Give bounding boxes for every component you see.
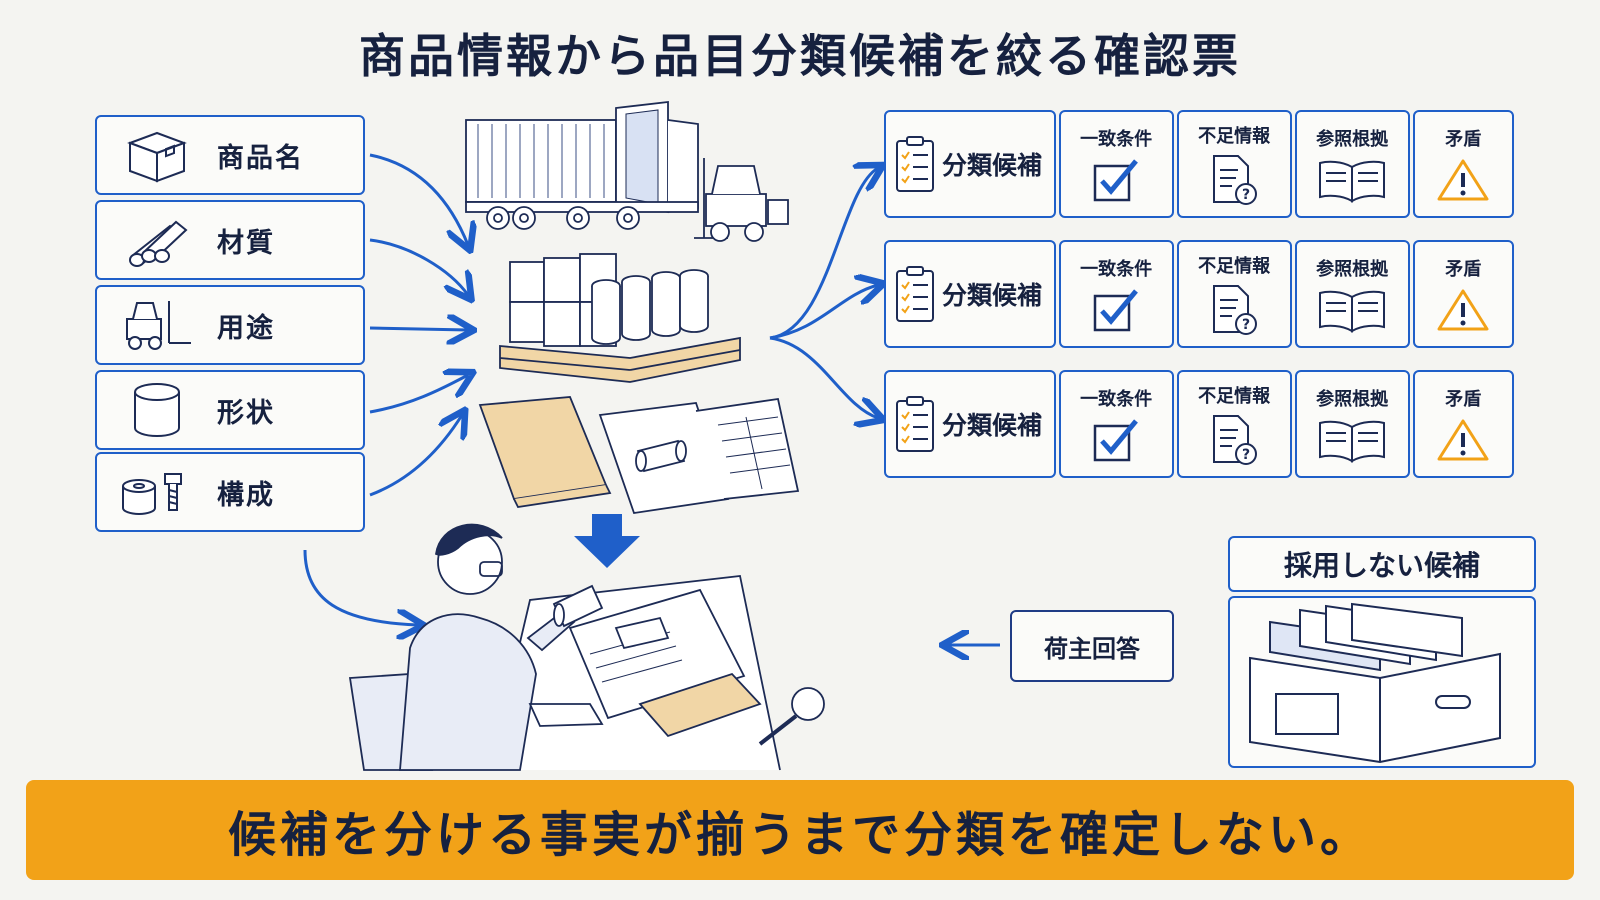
conflict-label: 矛盾 <box>1445 389 1482 410</box>
basis-cell: 参照根拠 <box>1294 370 1410 478</box>
open-book-icon <box>1319 160 1386 203</box>
conflict-label: 矛盾 <box>1445 129 1482 150</box>
attr-label: 用途 <box>217 312 275 344</box>
svg-text:?: ? <box>1242 317 1250 333</box>
missing-cell: 不足情報 ? <box>1176 240 1292 348</box>
arrow-to-cand1 <box>769 168 878 340</box>
pallet-illustration <box>499 253 741 383</box>
candidate-label: 分類候補 <box>942 411 1043 440</box>
candidate-row: 分類候補 一致条件 不足情報 ? 参照根拠 矛盾 <box>884 370 1514 478</box>
basis-label: 参照根拠 <box>1316 129 1389 150</box>
conflict-label: 矛盾 <box>1445 259 1482 280</box>
match-cell: 一致条件 <box>1058 370 1174 478</box>
document-question-icon: ? <box>1213 415 1258 465</box>
file-box-icon <box>1249 602 1501 764</box>
warning-icon <box>1437 419 1489 461</box>
arrow-name <box>369 153 468 245</box>
attr-box-usage: 用途 <box>95 285 365 365</box>
candidate-row: 分類候補 一致条件 不足情報 ? 参照根拠 矛盾 <box>884 110 1514 218</box>
missing-cell: 不足情報 ? <box>1176 370 1292 478</box>
document-question-icon: ? <box>1213 285 1258 335</box>
basis-label: 参照根拠 <box>1316 259 1389 280</box>
missing-label: 不足情報 <box>1198 256 1271 277</box>
basis-cell: 参照根拠 <box>1294 240 1410 348</box>
candidate-main-cell: 分類候補 <box>884 240 1056 348</box>
candidate-label: 分類候補 <box>942 281 1043 310</box>
basis-cell: 参照根拠 <box>1294 110 1410 218</box>
arrow-to-cand3 <box>769 336 878 418</box>
attr-label: 構成 <box>217 479 275 511</box>
clipboard-icon <box>896 266 934 322</box>
attr-label: 材質 <box>217 227 275 259</box>
attr-box-shape: 形状 <box>95 370 365 450</box>
match-label: 一致条件 <box>1080 129 1153 150</box>
checkbox-icon <box>1093 289 1139 332</box>
pipes-icon <box>97 202 217 278</box>
arrow-composition <box>369 415 462 497</box>
rejected-box-body <box>1228 596 1536 768</box>
parts-icon <box>97 454 217 530</box>
arrow-shape <box>369 375 468 414</box>
conclusion-banner: 候補を分ける事実が揃うまで分類を確定しない。 <box>26 780 1574 880</box>
rejected-candidates: 採用しない候補 <box>1228 536 1536 768</box>
clipboard-icon <box>896 396 934 452</box>
checkbox-icon <box>1093 159 1139 202</box>
documents-illustration <box>478 396 800 515</box>
candidate-label: 分類候補 <box>942 151 1043 180</box>
reviewer-illustration <box>348 523 825 771</box>
attr-label: 商品名 <box>217 142 304 174</box>
page-title: 商品情報から品目分類候補を絞る確認票 <box>359 29 1241 83</box>
forklift-icon <box>97 287 217 363</box>
attr-box-composition: 構成 <box>95 452 365 532</box>
candidate-main-cell: 分類候補 <box>884 370 1056 478</box>
candidate-main-cell: 分類候補 <box>884 110 1056 218</box>
box-icon <box>97 117 217 193</box>
attr-label: 形状 <box>217 397 275 429</box>
clipboard-icon <box>896 136 934 192</box>
document-question-icon: ? <box>1213 155 1258 205</box>
attr-box-material: 材質 <box>95 200 365 280</box>
match-label: 一致条件 <box>1080 389 1153 410</box>
svg-text:?: ? <box>1242 447 1250 463</box>
arrow-material <box>369 238 468 295</box>
match-cell: 一致条件 <box>1058 110 1174 218</box>
missing-cell: 不足情報 ? <box>1176 110 1292 218</box>
cylinder-icon <box>97 372 217 448</box>
conflict-cell: 矛盾 <box>1412 110 1514 218</box>
missing-label: 不足情報 <box>1198 126 1271 147</box>
match-label: 一致条件 <box>1080 259 1153 280</box>
candidate-row: 分類候補 一致条件 不足情報 ? 参照根拠 矛盾 <box>884 240 1514 348</box>
arrow-to-cand2 <box>769 285 878 340</box>
warning-icon <box>1437 159 1489 201</box>
down-arrow-icon <box>574 514 640 568</box>
warning-icon <box>1437 289 1489 331</box>
basis-label: 参照根拠 <box>1316 389 1389 410</box>
missing-label: 不足情報 <box>1198 386 1271 407</box>
match-cell: 一致条件 <box>1058 240 1174 348</box>
attr-box-name: 商品名 <box>95 115 365 195</box>
svg-text:?: ? <box>1242 187 1250 203</box>
arrow-to-reviewer <box>303 549 418 625</box>
checkbox-icon <box>1093 419 1139 462</box>
conflict-cell: 矛盾 <box>1412 240 1514 348</box>
open-book-icon <box>1319 290 1386 333</box>
conflict-cell: 矛盾 <box>1412 370 1514 478</box>
arrow-usage <box>369 328 468 330</box>
rejected-label: 採用しない候補 <box>1228 536 1536 592</box>
shipper-reply-box: 荷主回答 <box>1010 610 1174 682</box>
open-book-icon <box>1319 420 1386 463</box>
truck-illustration <box>465 100 789 242</box>
